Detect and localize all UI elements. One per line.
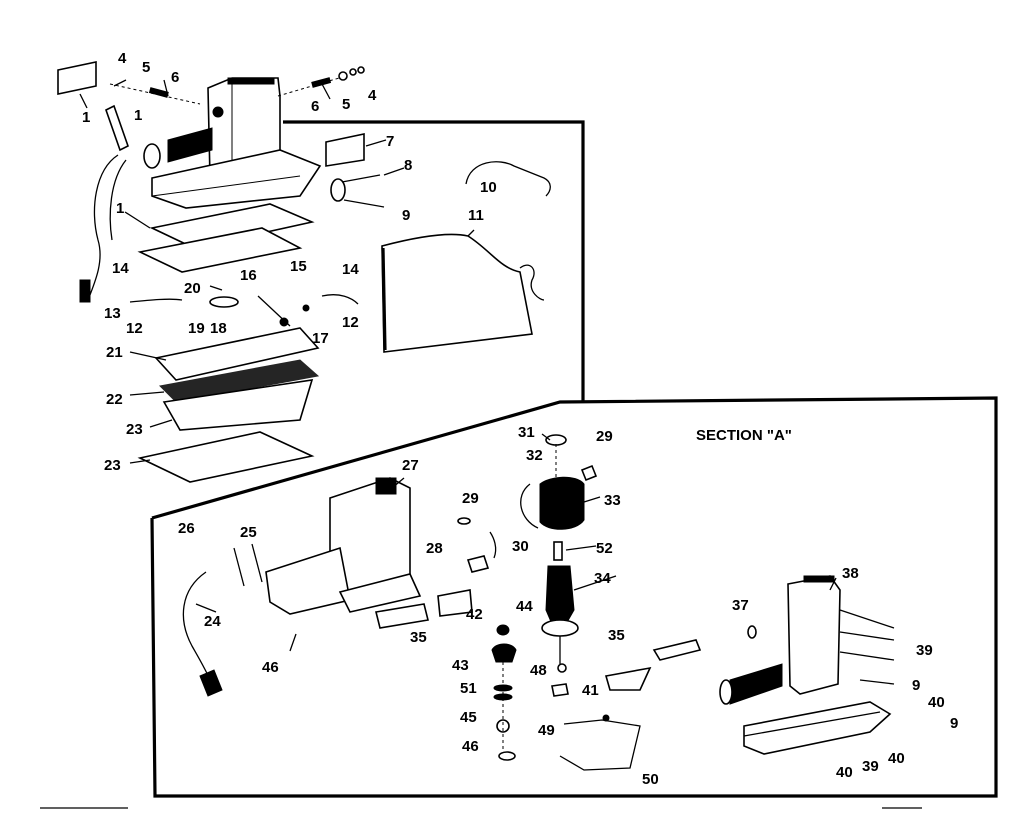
callout-39-right: 39: [916, 642, 933, 659]
callout-6-left: 6: [171, 69, 179, 86]
callout-19: 20: [184, 280, 201, 297]
callout-35-left: 35: [410, 629, 427, 646]
section-a-frame: [150, 396, 998, 798]
callouts-section-a: SECTION "A" 27 26 25 24 46 35 29 28 30 3…: [178, 424, 958, 788]
callout-41: 41: [582, 682, 599, 699]
section-a-title: SECTION "A": [696, 427, 792, 444]
part-3-label-plate: [57, 61, 97, 109]
callout-12-right: 12: [342, 314, 359, 331]
part-7-plate: [325, 133, 365, 167]
callout-42: 42: [466, 606, 483, 623]
housing-right: [719, 575, 895, 755]
callout-4-right: 4: [368, 87, 377, 104]
callout-8: 8: [404, 157, 412, 174]
callout-46: 46: [462, 738, 479, 755]
callout-5-left: 5: [142, 59, 150, 76]
callout-5-right: 5: [342, 96, 350, 113]
callout-28: 28: [426, 540, 443, 557]
callout-43: 43: [452, 657, 469, 674]
callout-47: 46: [262, 659, 279, 676]
callout-17: 18: [210, 320, 227, 337]
power-cord: [79, 154, 127, 303]
callout-2: 1: [134, 107, 142, 124]
callout-11: 11: [468, 207, 484, 224]
lever-and-cam-parts: [551, 639, 702, 771]
callout-13-left: 13: [104, 305, 121, 322]
callout-10: 10: [480, 179, 497, 196]
part-10-bail-wire: [465, 161, 551, 197]
callout-14-left: 14: [112, 260, 129, 277]
callout-29-left: 29: [462, 490, 479, 507]
callout-45: 45: [460, 709, 477, 726]
callout-33: 33: [604, 492, 621, 509]
callout-9-lower: 9: [950, 715, 958, 732]
callout-37: 37: [732, 597, 749, 614]
callout-50: 50: [642, 771, 659, 788]
callout-39-bottom: 39: [862, 758, 879, 775]
motor-housing-top: [143, 77, 322, 209]
callout-40-bottom-right: 40: [888, 750, 905, 767]
field-case: [265, 477, 422, 615]
callout-13-right: 14: [342, 261, 359, 278]
callout-40-bottom-left: 40: [836, 764, 853, 781]
callout-16: 17: [312, 330, 329, 347]
callout-14-right: 15: [290, 258, 307, 275]
callout-9-upper: 9: [912, 677, 920, 694]
callouts-main: 1 1 4 5 6 6 5 4 7 8 9 10 11 1 14 15 16 1…: [82, 50, 497, 474]
callout-23: 23: [104, 457, 121, 474]
callout-29-right: 29: [596, 428, 613, 445]
brushes-and-holders: [375, 517, 497, 629]
callout-12-left: 12: [126, 320, 143, 337]
spindle-stack: [491, 624, 517, 761]
field-and-armature: [520, 434, 598, 673]
part-11-dust-bag: [381, 233, 545, 353]
callout-44: 44: [516, 598, 533, 615]
callout-26: 26: [178, 520, 195, 537]
callout-27: 27: [402, 457, 419, 474]
callout-18: 19: [188, 320, 205, 337]
callout-3: 1: [82, 109, 90, 126]
callout-40-right: 40: [928, 694, 945, 711]
callout-32: 32: [526, 447, 543, 464]
callout-6-right: 6: [311, 98, 319, 115]
leader-lines: [113, 79, 837, 652]
callout-48: 48: [530, 662, 547, 679]
callout-34: 34: [594, 570, 611, 587]
callout-30: 30: [512, 538, 529, 555]
callout-31: 31: [518, 424, 535, 441]
callout-4-left: 4: [118, 50, 127, 67]
callout-38: 38: [842, 565, 859, 582]
part-8-knob: [330, 174, 385, 208]
callout-9: 9: [402, 207, 410, 224]
callout-22: 23: [126, 421, 143, 438]
callout-15: 16: [240, 267, 257, 284]
cord-assembly: [182, 543, 263, 697]
callout-24: 24: [204, 613, 221, 630]
callout-25: 25: [240, 524, 257, 541]
callout-51: 51: [460, 680, 477, 697]
callout-7: 7: [386, 133, 394, 150]
part-2-strip: [105, 104, 129, 152]
middle-pad-parts: [129, 294, 359, 483]
callout-49: 49: [538, 722, 555, 739]
part-1-plate: [137, 203, 315, 273]
callout-35-right: 35: [608, 627, 625, 644]
upper-frame: [283, 120, 585, 402]
callout-21: 22: [106, 391, 123, 408]
callout-1: 1: [116, 200, 124, 217]
callout-20: 21: [106, 344, 123, 361]
callout-52: 52: [596, 540, 613, 557]
